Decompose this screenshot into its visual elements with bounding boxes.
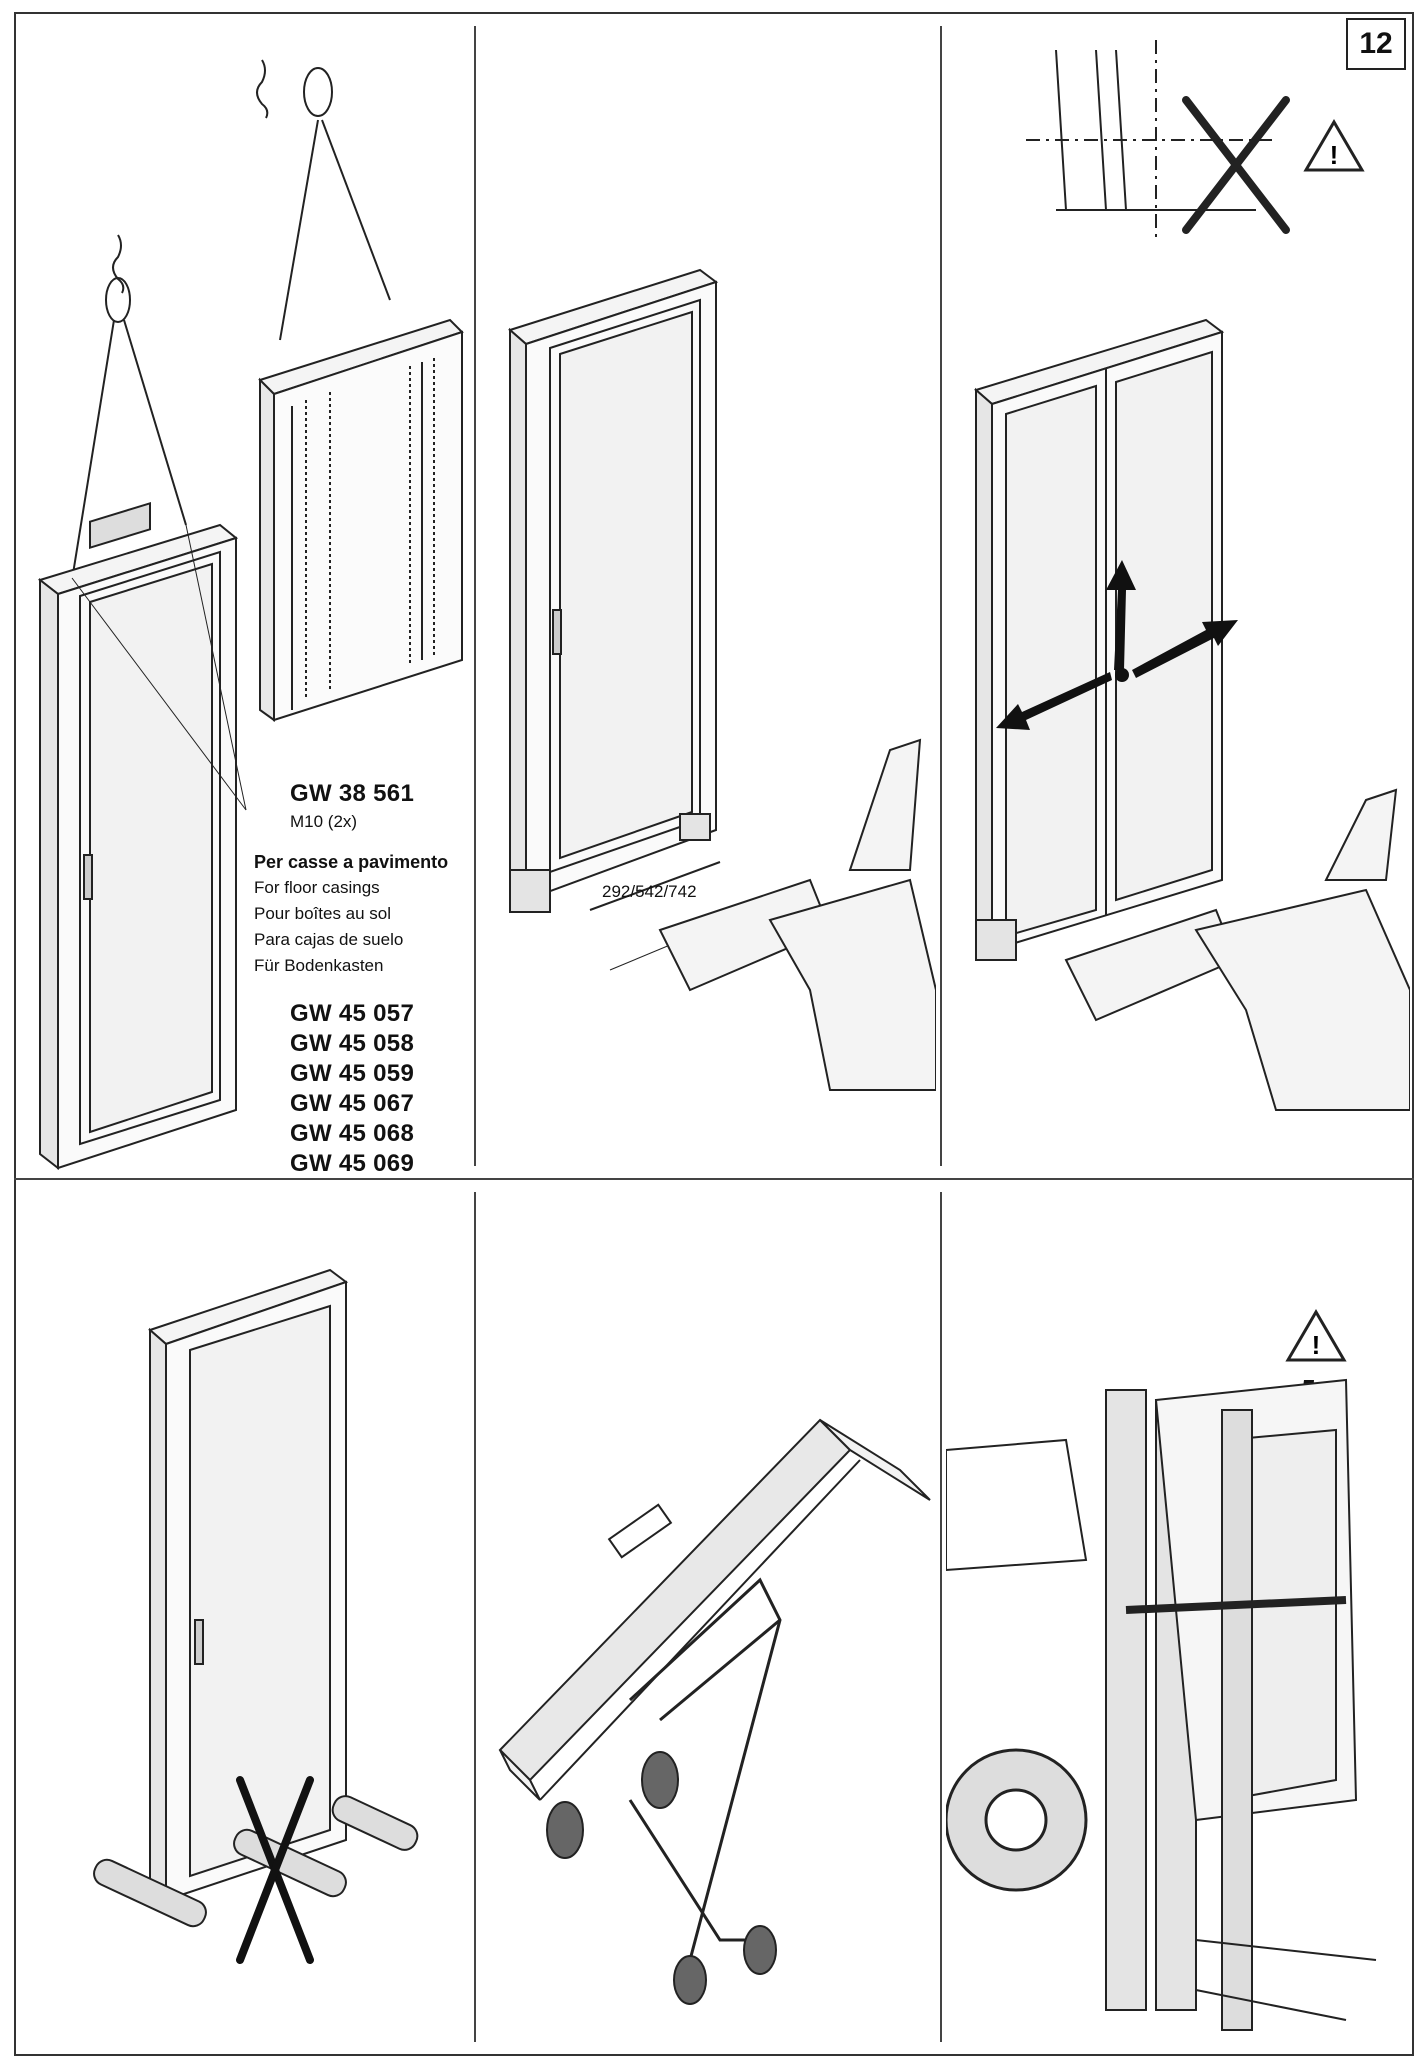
svg-text:!: ! [1312,1330,1321,1360]
instruction-sheet [14,12,1414,2056]
code-2: GW 45 058 [290,1030,415,1057]
hook-front-icon [113,235,123,293]
hook-rear-icon [257,60,267,118]
warning-triangle-icon: ! [1306,122,1362,170]
heading-it: Per casse a pavimento [254,852,449,872]
hand-truck-illustration [480,1200,936,2040]
forklift-wheel-icon [946,1750,1086,1890]
pallet-truck-illustration [480,230,936,1130]
cross-prohibited-icon [240,1780,310,1960]
crane-lifting-illustration [30,20,470,1170]
column-divider-1 [474,26,476,1166]
dimension-label: 292/542/742 [602,882,697,901]
part-code: GW 38 561 [290,780,415,807]
code-3: GW 45 059 [290,1060,415,1087]
forklift-illustration: ! [946,1200,1410,2040]
tilt-arrows-icon [996,560,1238,730]
pallet-truck-icon [1066,790,1410,1110]
warning-triangle-icon: ! [1288,1312,1344,1360]
line-de: Für Bodenkasten [254,956,384,975]
bolt-spec: M10 (2x) [290,812,358,831]
code-4: GW 45 067 [290,1090,415,1117]
row-divider [14,1178,1414,1180]
wide-cabinet-illustration: ! [946,30,1410,1150]
column-divider-3 [474,1192,476,2042]
code-6: GW 45 069 [290,1150,415,1177]
page-number: 12 [1346,18,1406,70]
rollers-illustration [30,1200,470,2040]
wheel-icons [547,1752,776,2004]
line-es: Para cajas de suelo [254,930,404,949]
line-en: For floor casings [254,878,380,897]
code-5: GW 45 068 [290,1120,415,1147]
column-divider-4 [940,1192,942,2042]
svg-text:!: ! [1330,140,1339,170]
line-fr: Pour boîtes au sol [254,904,392,923]
column-divider-2 [940,26,942,1166]
cross-prohibited-icon [1186,100,1286,230]
pallet-truck-icon [660,740,936,1090]
off-center-detail [1026,40,1276,240]
code-1: GW 45 057 [290,1000,415,1027]
